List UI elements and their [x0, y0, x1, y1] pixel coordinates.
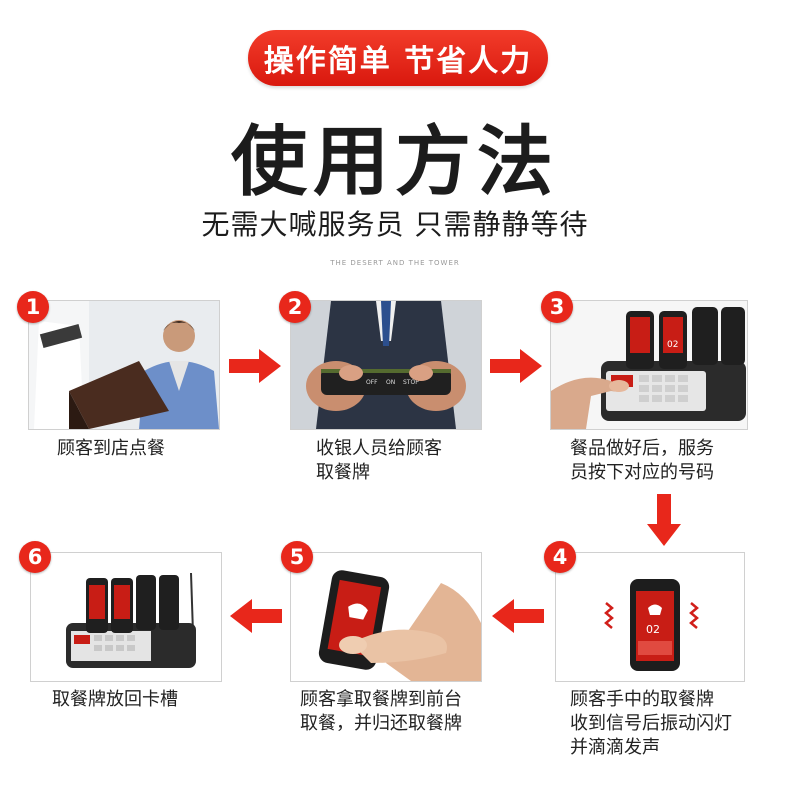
step-2-caption: 收银人员给顾客 取餐牌: [316, 437, 442, 485]
arrow-left-icon: [230, 599, 282, 633]
step-1-badge: 1: [17, 291, 49, 323]
arrow-right-icon: [490, 349, 542, 383]
caption-line: 并滴滴发声: [570, 737, 660, 758]
caption-line: 顾客手中的取餐牌: [570, 689, 714, 710]
step-5-caption: 顾客拿取餐牌到前台 取餐，并归还取餐牌: [300, 688, 462, 736]
step-4-pager-number: 02: [646, 623, 660, 636]
step-3-caption: 餐品做好后，服务 员按下对应的号码: [570, 437, 714, 485]
arrow-down-icon: [647, 494, 681, 546]
step-5-badge: 5: [281, 541, 313, 573]
step-6-photo: 6: [19, 541, 222, 682]
device-label-off: OFF: [366, 379, 378, 386]
step-6-badge: 6: [19, 541, 51, 573]
caption-line: 顾客到店点餐: [57, 438, 165, 459]
step-4-caption: 顾客手中的取餐牌 收到信号后振动闪灯 并滴滴发声: [570, 688, 732, 760]
step-2-badge: 2: [279, 291, 311, 323]
caption-line: 取餐，并归还取餐牌: [300, 713, 462, 734]
step-4-badge: 4: [544, 541, 576, 573]
caption-line: 取餐牌放回卡槽: [52, 689, 178, 710]
step-3-badge: 3: [541, 291, 573, 323]
step-4-photo: 02 4: [544, 541, 745, 682]
device-label-stop: STOP: [403, 379, 419, 386]
caption-line: 餐品做好后，服务: [570, 438, 714, 459]
step-3-pager-number: 02: [667, 340, 678, 350]
caption-line: 取餐牌: [316, 462, 370, 483]
step-3-photo: 02 3: [541, 291, 748, 430]
arrow-left-icon: [492, 599, 544, 633]
page-subtitle: 无需大喊服务员 只需静静等待: [201, 208, 589, 241]
faint-text: THE DESERT AND THE TOWER: [330, 259, 460, 267]
step-1-caption: 顾客到店点餐: [57, 437, 165, 461]
page-title: 使用方法: [231, 117, 559, 206]
step-2-photo: OFF ON STOP 2: [279, 291, 482, 430]
caption-line: 收到信号后振动闪灯: [570, 713, 732, 734]
step-6-caption: 取餐牌放回卡槽: [52, 688, 178, 712]
step-5-photo: 5: [281, 541, 482, 682]
caption-line: 员按下对应的号码: [570, 462, 714, 483]
step-1-photo: 1: [17, 291, 220, 430]
caption-line: 收银人员给顾客: [316, 438, 442, 459]
arrow-right-icon: [229, 349, 281, 383]
slogan-pill: 操作简单 节省人力: [248, 30, 548, 86]
device-label-on: ON: [386, 379, 395, 386]
caption-line: 顾客拿取餐牌到前台: [300, 689, 462, 710]
